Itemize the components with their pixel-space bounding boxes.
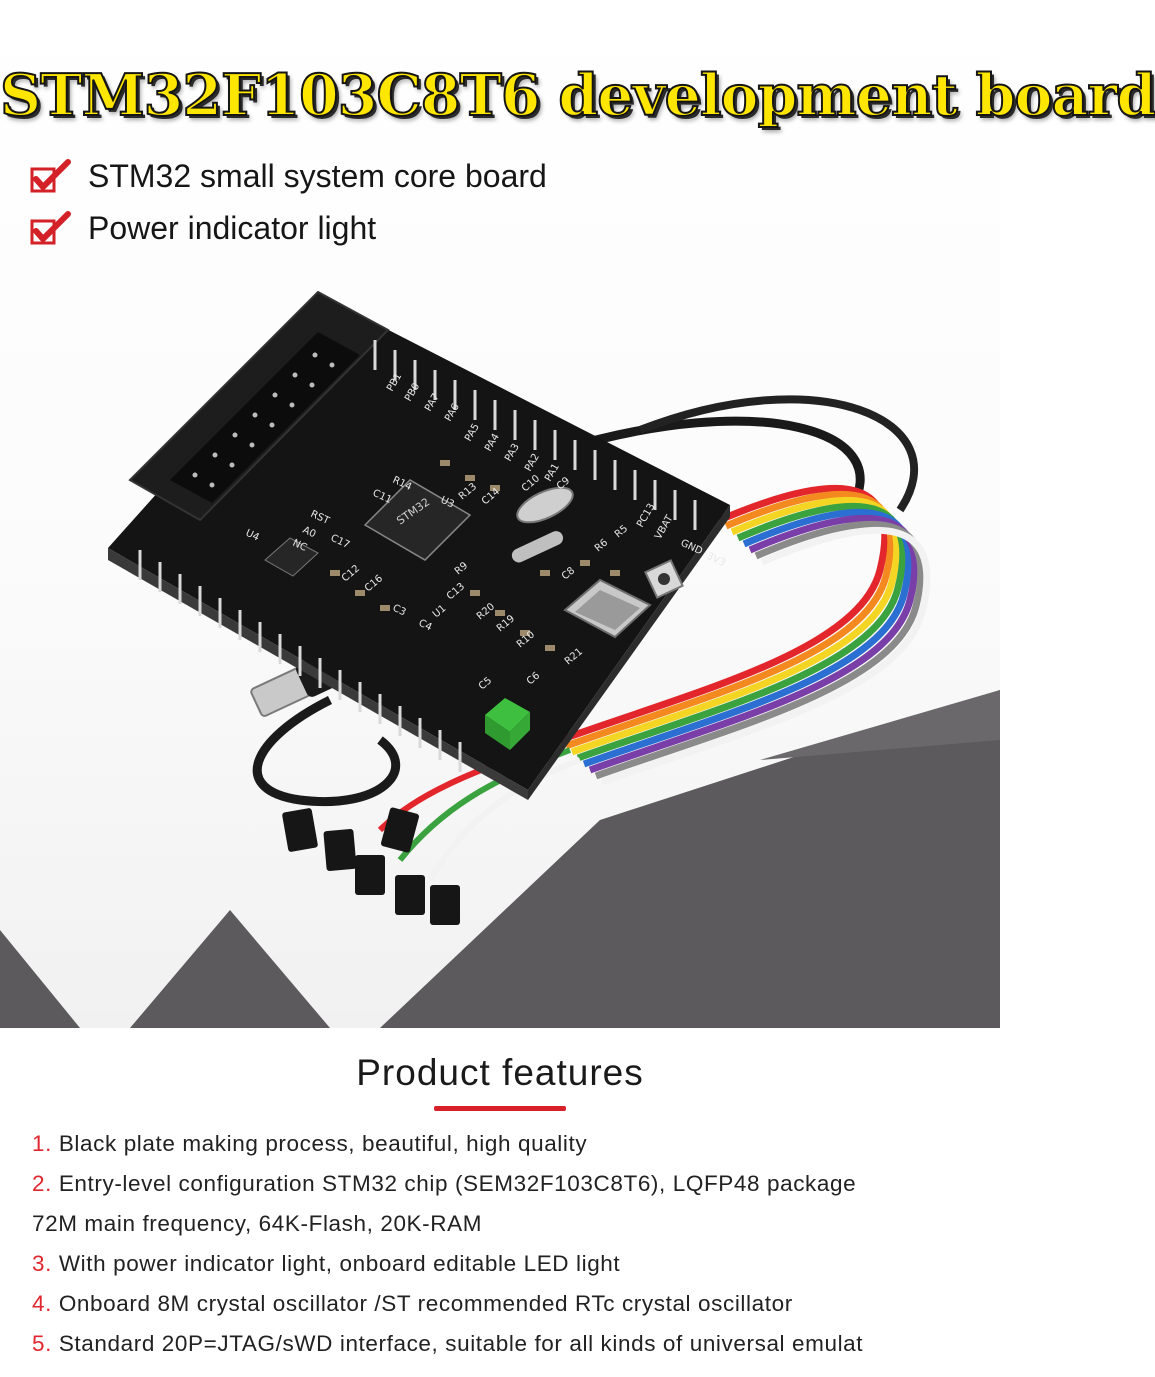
page-title: STM32F103C8T6 development board: [0, 61, 1155, 130]
feature-number: 5.: [32, 1331, 52, 1356]
silk-label: 3V3: [705, 551, 727, 569]
background-shapes: [0, 690, 1000, 1028]
feature-item: 1. Black plate making process, beautiful…: [32, 1124, 992, 1164]
mini-usb-port: [563, 578, 652, 639]
feature-item: 3. With power indicator light, onboard e…: [32, 1244, 992, 1284]
silk-label: U3: [439, 495, 456, 511]
feature-text: Standard 20P=JTAG/sWD interface, suitabl…: [58, 1331, 864, 1356]
check-icon: [30, 159, 71, 193]
feature-item: 2. Entry-level configuration STM32 chip …: [32, 1164, 992, 1204]
check-icon: [30, 211, 71, 245]
features-heading-underline: [434, 1106, 566, 1111]
feature-number: 3.: [32, 1251, 52, 1276]
feature-text: Entry-level configuration STM32 chip (SE…: [58, 1171, 857, 1196]
silk-label: C4: [417, 618, 434, 634]
silk-label: U4: [244, 528, 261, 544]
feature-text: 72M main frequency, 64K-Flash, 20K-RAM: [32, 1211, 483, 1236]
features-heading: Product features: [356, 1052, 644, 1093]
header-pins: [138, 340, 697, 772]
hero-banner: STM32F103C8T6 development board STM32 sm…: [0, 0, 1155, 1028]
feature-number: 2.: [32, 1171, 52, 1196]
feature-text: Onboard 8M crystal oscillator /ST recomm…: [58, 1291, 793, 1316]
feature-text: With power indicator light, onboard edit…: [58, 1251, 621, 1276]
feature-number: 4.: [32, 1291, 52, 1316]
mcu-chip: STM32: [363, 479, 472, 561]
power-jumper: [485, 698, 530, 750]
highlight-list: STM32 small system core board Power indi…: [30, 150, 547, 254]
development-board-image: STM32: [108, 290, 931, 925]
reset-button: [644, 559, 684, 599]
feature-item: 4. Onboard 8M crystal oscillator /ST rec…: [32, 1284, 992, 1324]
silk-label: A0: [301, 525, 318, 541]
silk-label: C3: [391, 603, 408, 619]
highlight-item: STM32 small system core board: [30, 150, 547, 202]
jtag-header: [128, 290, 390, 522]
feature-number: 1.: [32, 1131, 52, 1156]
highlight-text: STM32 small system core board: [88, 157, 547, 194]
feature-item: 5. Standard 20P=JTAG/sWD interface, suit…: [32, 1324, 992, 1364]
highlight-item: Power indicator light: [30, 202, 547, 254]
feature-text: Black plate making process, beautiful, h…: [58, 1131, 588, 1156]
highlight-text: Power indicator light: [88, 209, 377, 246]
features-list: 1. Black plate making process, beautiful…: [32, 1124, 992, 1364]
feature-item-continuation: 72M main frequency, 64K-Flash, 20K-RAM: [32, 1204, 992, 1244]
regulator-chip: [264, 537, 319, 577]
crystal-oscillator: [511, 486, 574, 563]
